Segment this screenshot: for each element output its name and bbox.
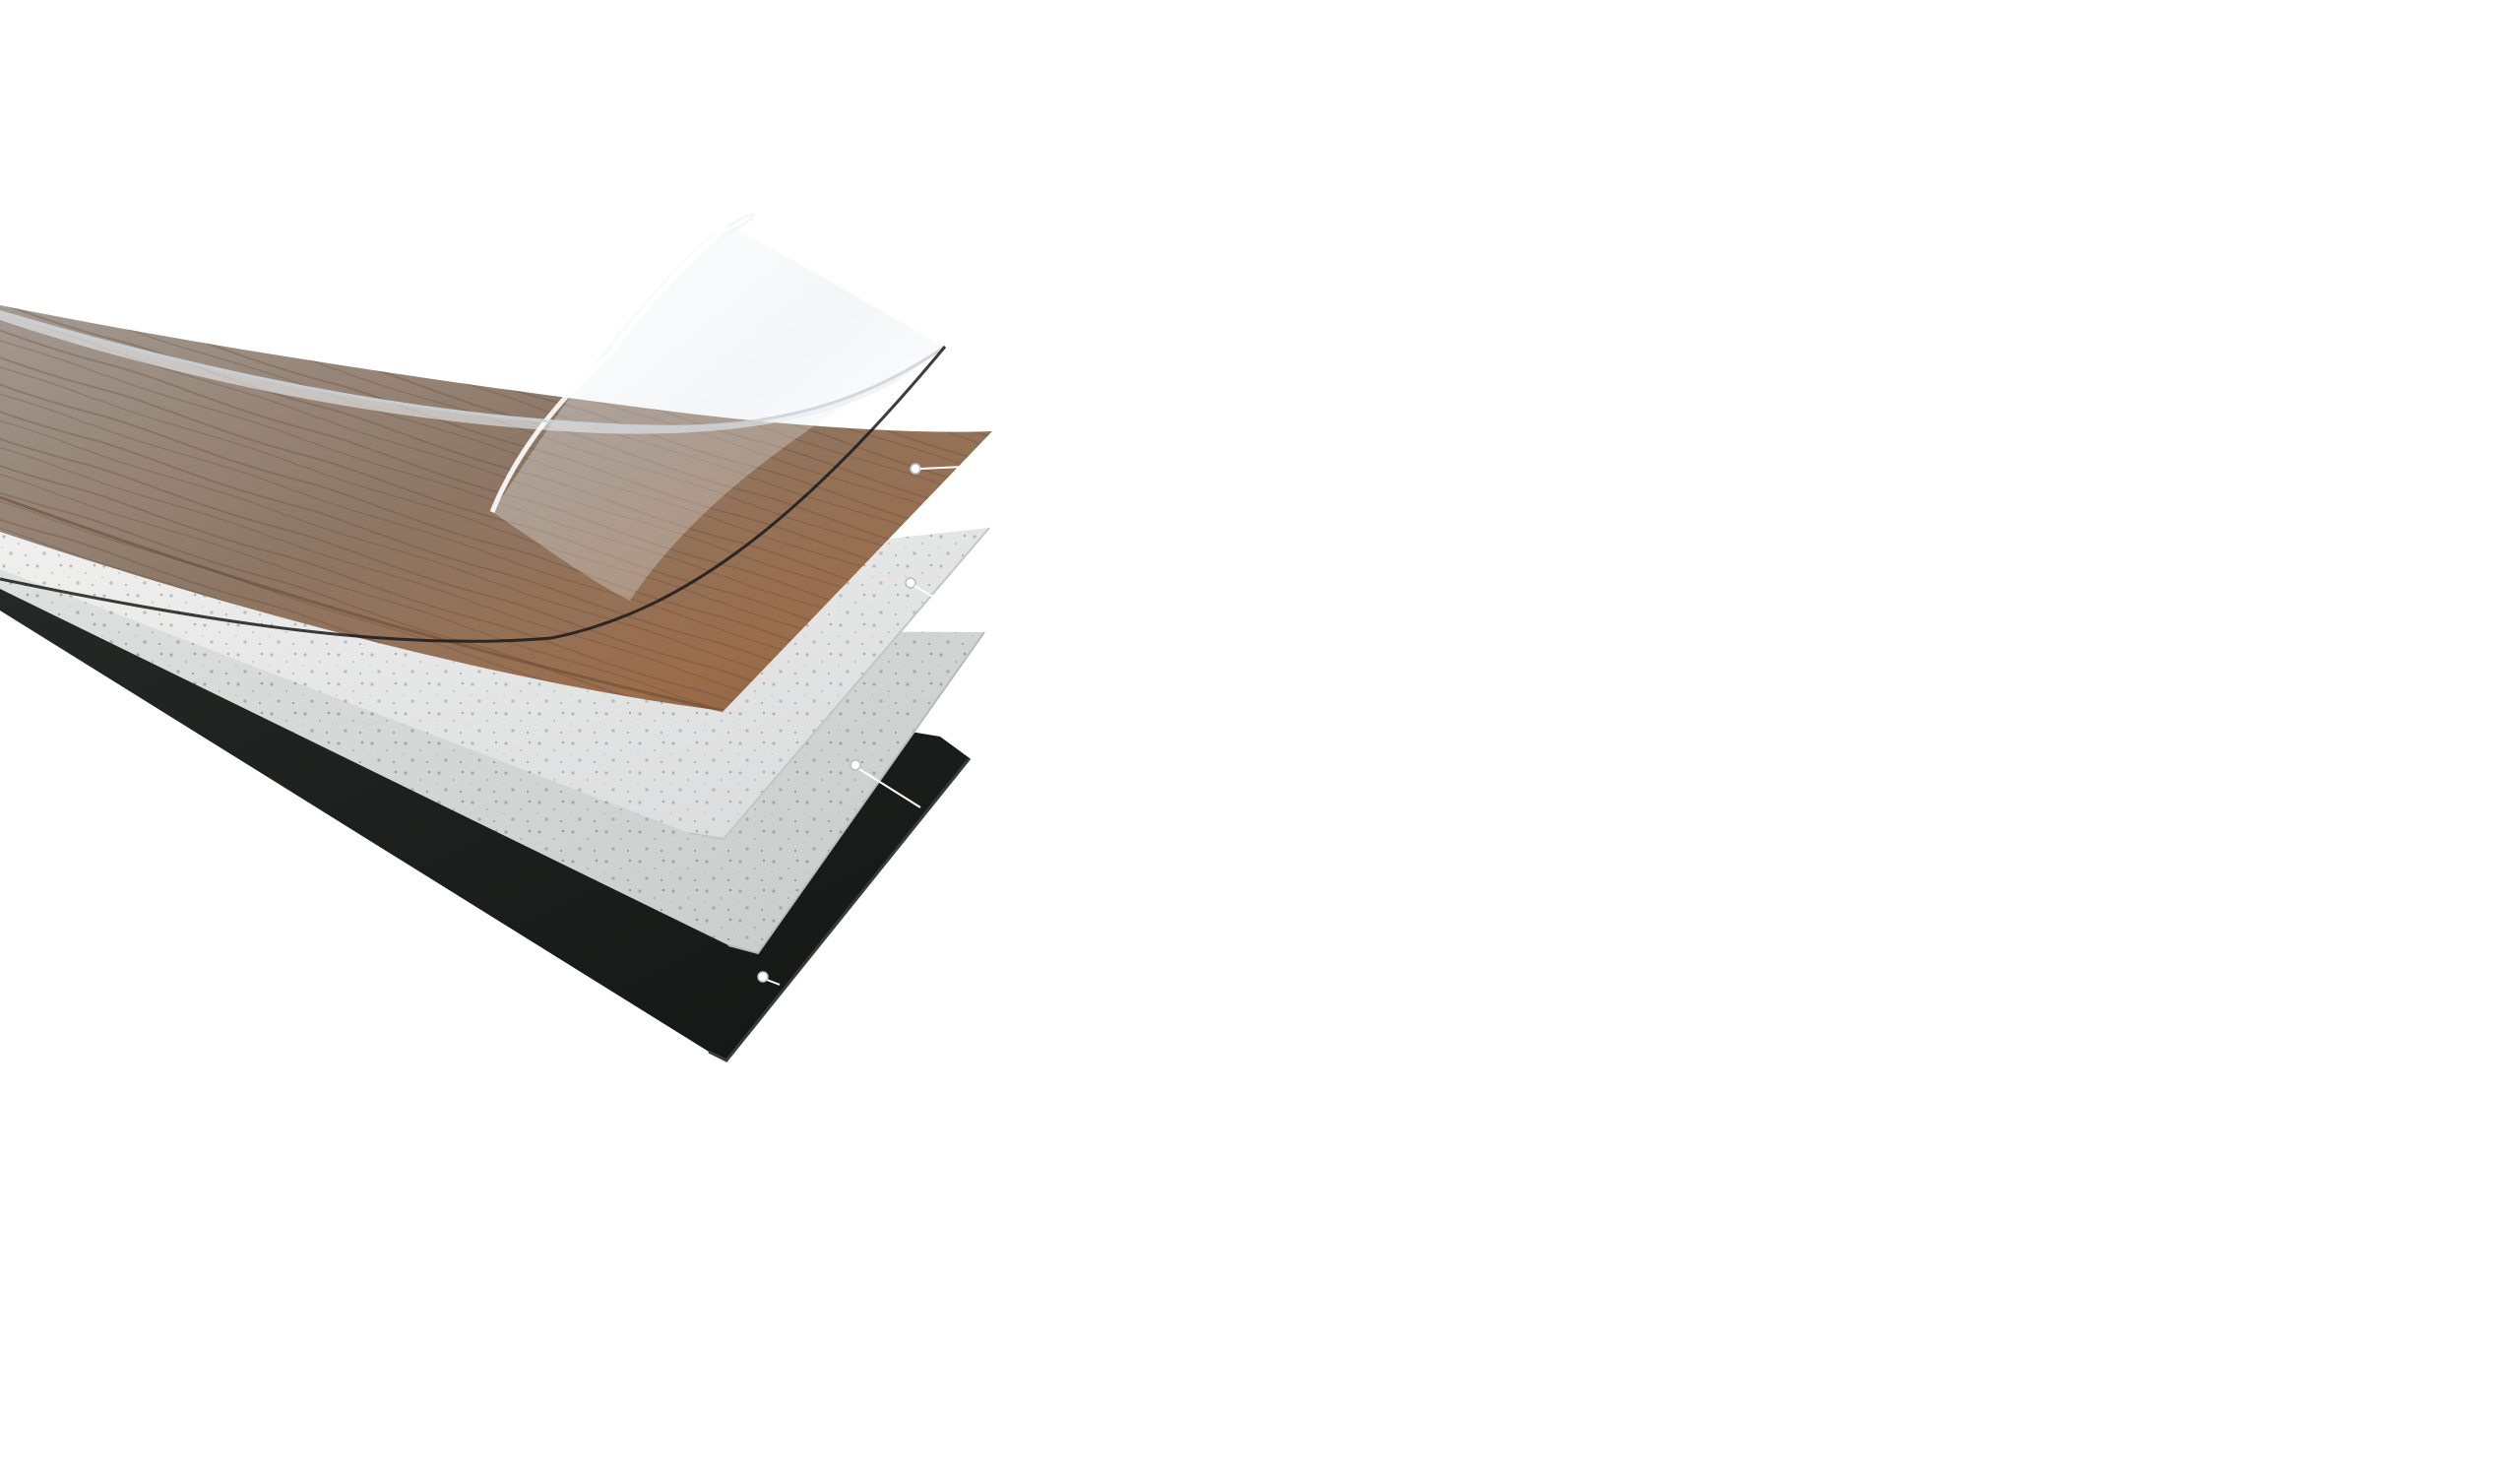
- callout-marker-3: [850, 759, 921, 808]
- callout-marker-2: [905, 577, 944, 604]
- clear-wear-layer: [0, 213, 947, 643]
- callout-marker-4: [757, 971, 781, 986]
- callout-marker-1: [910, 463, 964, 475]
